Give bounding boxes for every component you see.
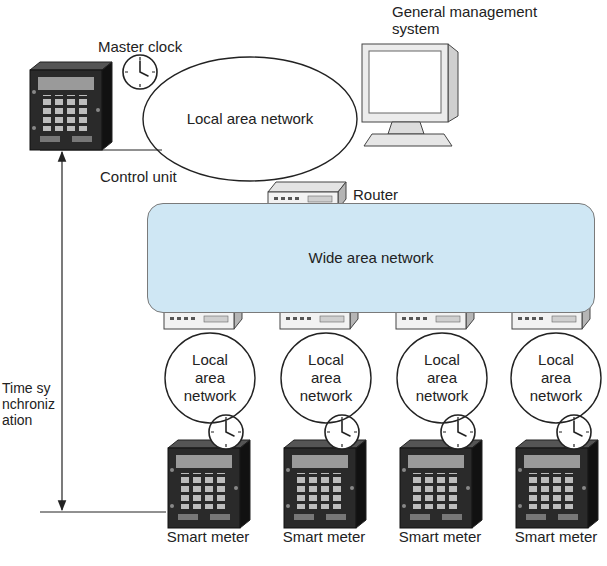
smart-meter-icon (516, 440, 598, 528)
lan-circle: Local area network (510, 332, 602, 424)
node-label: Local area network (187, 110, 314, 128)
lan-circle: Local area network (280, 332, 372, 424)
node-text-group: Local area network (409, 351, 475, 405)
node-text-group: Local area network (293, 351, 359, 405)
meter-label: Smart meter (398, 528, 482, 545)
node-text-group: Wide area network (308, 249, 433, 267)
meter-label: Smart meter (282, 528, 366, 545)
node-label: Local area network (293, 351, 359, 405)
node-label: Local area network (523, 351, 589, 405)
clock-label: Master clock (98, 38, 182, 55)
master-clock-icon (123, 55, 157, 89)
router-label: Router (353, 186, 398, 203)
smart-meter-icon (400, 440, 482, 528)
wan-region: Wide area network (147, 203, 595, 313)
meter-label: Smart meter (166, 528, 250, 545)
node-text-group: Local area network (177, 351, 243, 405)
system-label: General management system (392, 3, 562, 38)
smart-meter-icon (168, 440, 250, 528)
node-text-group: Local area network (523, 351, 589, 405)
lan-ellipse: Local area network (142, 56, 358, 182)
lan-circle: Local area network (164, 332, 256, 424)
sync-bracket (40, 150, 166, 512)
control-unit-icon (30, 62, 112, 150)
node-label: Local area network (409, 351, 475, 405)
meter-label: Smart meter (514, 528, 598, 545)
unit-label: Control unit (100, 168, 177, 185)
lan-circle: Local area network (396, 332, 488, 424)
smart-meter-icon (284, 440, 366, 528)
computer-icon (362, 44, 458, 146)
sync-label: Time synchronization (2, 380, 58, 428)
node-text-group: Local area network (187, 110, 314, 128)
node-label: Wide area network (308, 249, 433, 267)
node-label: Local area network (177, 351, 243, 405)
